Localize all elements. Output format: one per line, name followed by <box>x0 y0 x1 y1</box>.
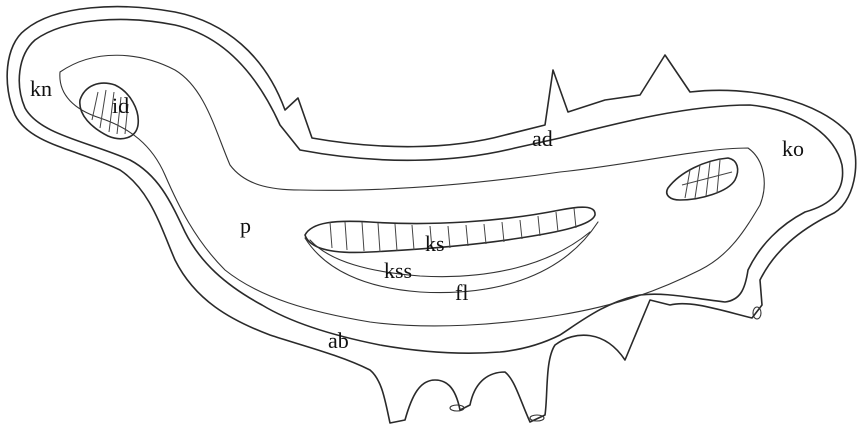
label-ks: ks <box>425 233 445 255</box>
label-fl: fl <box>455 282 468 304</box>
spine-tip <box>753 307 761 319</box>
anterior-tooth <box>80 83 138 139</box>
spine-tip <box>450 405 464 411</box>
label-ab: ab <box>328 330 349 352</box>
outer-body-outline <box>7 7 856 423</box>
label-p: p <box>240 215 251 237</box>
label-kn: kn <box>30 78 52 100</box>
label-kss: kss <box>384 260 412 282</box>
label-id: id <box>112 95 129 117</box>
mantle-line <box>60 55 764 326</box>
label-ko: ko <box>782 138 804 160</box>
posterior-tooth <box>667 158 738 200</box>
central-crest <box>305 207 598 292</box>
label-ad: ad <box>532 128 553 150</box>
